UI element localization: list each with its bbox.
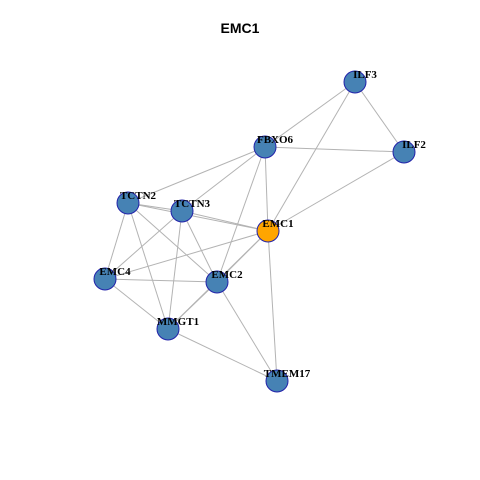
edge-tctn2-emc2 [127,202,218,283]
edge-fbxo6-emc1 [264,146,269,232]
edge-fbxo6-ilf2 [264,146,405,153]
node-tctn3[interactable]: TCTN3 [170,198,211,223]
node-label: MMGT1 [157,316,199,328]
edge-tctn3-emc2 [181,210,218,283]
node-mmgt1[interactable]: MMGT1 [156,316,199,341]
edge-tctn2-emc1 [127,202,269,232]
edge-tctn3-mmgt1 [167,210,183,330]
edge-fbxo6-tctn2 [127,146,266,204]
node-label: TCTN2 [120,190,157,202]
node-ilf3[interactable]: ILF3 [343,69,377,94]
edge-tctn3-emc1 [181,210,269,232]
edge-emc4-emc2 [104,278,218,283]
node-fbxo6[interactable]: FBXO6 [253,134,294,159]
node-emc2[interactable]: EMC2 [205,269,243,294]
edge-tctn2-emc4 [104,202,129,280]
edge-emc4-mmgt1 [104,278,169,330]
node-ilf2[interactable]: ILF2 [392,139,426,164]
node-label: TMEM17 [264,368,311,380]
node-emc4[interactable]: EMC4 [93,266,131,291]
edge-emc2-tmem17 [216,281,278,382]
node-circle[interactable] [205,270,229,294]
node-circle[interactable] [93,267,117,291]
node-circle[interactable] [256,219,280,243]
node-tctn2[interactable]: TCTN2 [116,190,157,215]
node-label: ILF2 [402,139,426,151]
node-label: TCTN3 [174,198,211,210]
node-circle[interactable] [343,70,367,94]
node-label: EMC1 [262,218,293,230]
node-circle[interactable] [253,135,277,159]
edge-ilf2-emc1 [267,151,405,232]
node-emc1[interactable]: EMC1 [256,218,294,243]
node-label: ILF3 [353,69,377,81]
node-label: FBXO6 [257,134,294,146]
edge-tctn3-emc4 [104,210,183,280]
node-circle[interactable] [116,191,140,215]
node-circle[interactable] [392,140,416,164]
edge-mmgt1-tmem17 [167,328,278,382]
edge-ilf3-emc1 [267,81,356,232]
graph-title: EMC1 [220,20,260,36]
edge-emc1-emc4 [104,230,269,280]
edge-fbxo6-emc2 [216,146,266,283]
node-label: EMC2 [211,269,243,281]
node-circle[interactable] [170,199,194,223]
edge-ilf3-fbxo6 [264,81,356,148]
node-circle[interactable] [265,369,289,393]
edge-ilf3-ilf2 [354,81,405,153]
node-label: EMC4 [99,266,131,278]
edge-layer [104,81,405,382]
edge-fbxo6-tctn3 [181,146,266,212]
node-tmem17[interactable]: TMEM17 [264,368,311,393]
edge-emc1-tmem17 [267,230,278,382]
node-circle[interactable] [156,317,180,341]
